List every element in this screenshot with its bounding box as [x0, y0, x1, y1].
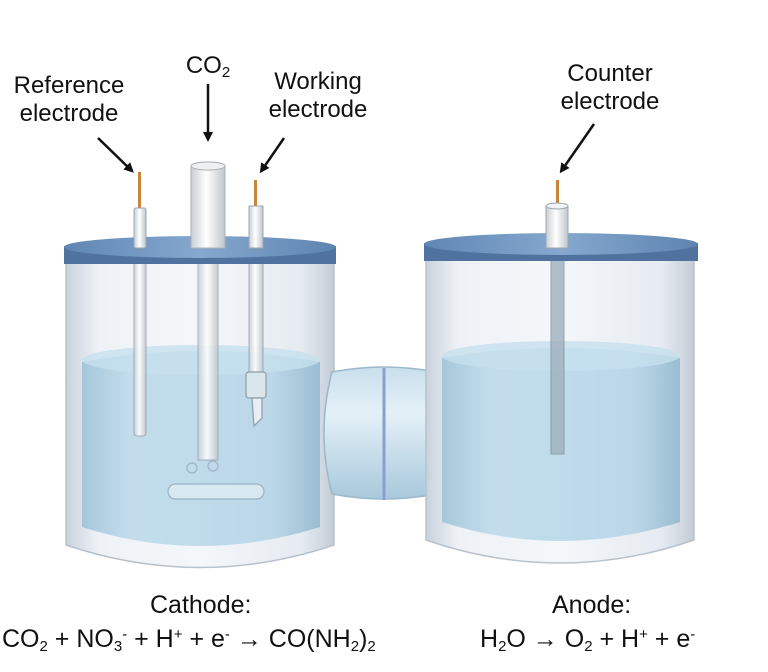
counter-electrode-label-line2: electrode: [560, 88, 660, 115]
eq-text: → CO(NH: [229, 625, 351, 653]
eq-text: + e: [182, 625, 225, 653]
reference-electrode-label: Reference electrode: [0, 72, 138, 128]
working-electrode-cap: [248, 205, 264, 249]
working-electrode-label-line2: electrode: [268, 96, 368, 123]
cathode-title: Cathode:: [150, 591, 252, 619]
stir-bar: [167, 483, 265, 500]
eq-sub: 2: [350, 638, 360, 655]
reference-electrode-label-line2: electrode: [19, 100, 119, 127]
eq-sup: -: [224, 626, 230, 643]
working-electrode-tip: [251, 397, 263, 428]
eq-sup: +: [173, 626, 183, 643]
working-arrow: [259, 137, 286, 174]
anode-title: Anode:: [552, 591, 632, 619]
eq-text: + H: [592, 625, 640, 653]
co2-gas-line: [197, 247, 219, 461]
eq-sub: 3: [113, 638, 123, 655]
counter-electrode-rod: [550, 243, 565, 455]
eq-text: CO: [2, 625, 40, 653]
co2-label-sub: 2: [221, 64, 231, 81]
co2-inlet-cap: [190, 165, 226, 249]
working-electrode-holder: [245, 371, 267, 399]
eq-text: H: [480, 625, 499, 653]
counter-electrode-cap: [545, 205, 569, 249]
anode-vessel: [424, 180, 698, 564]
eq-sub: 2: [367, 638, 376, 655]
reference-electrode-wire: [138, 172, 141, 214]
co2-inlet-top: [190, 161, 226, 171]
co2-label-base: CO: [185, 52, 222, 79]
reference-electrode-cap: [133, 207, 147, 249]
cathode-equation: CO2 + NO3- + H+ + e- → CO(NH2)2: [2, 620, 376, 662]
counter-arrow: [559, 123, 596, 174]
eq-sup: +: [639, 626, 648, 643]
counter-electrode-label: Counter electrode: [540, 60, 680, 116]
salt-bridge: [323, 366, 445, 500]
eq-text: + NO: [47, 625, 114, 653]
co2-bubble: [186, 462, 198, 474]
eq-sub: 2: [39, 638, 48, 655]
cathode-vessel: [64, 161, 336, 569]
working-electrode-label: Working electrode: [248, 68, 388, 124]
eq-sub: 2: [498, 638, 507, 655]
eq-text: + e: [647, 625, 691, 653]
working-electrode-wire: [254, 180, 257, 212]
counter-electrode-label-line1: Counter: [567, 60, 653, 87]
eq-sup: -: [690, 626, 696, 643]
counter-electrode-wire: [556, 180, 559, 210]
co2-bubble: [207, 460, 219, 472]
co2-inlet-label: CO2: [170, 52, 246, 87]
eq-text: O → O: [506, 625, 585, 653]
eq-text: + H: [127, 625, 174, 653]
anode-equation: H2O → O2 + H+ + e-: [480, 620, 695, 662]
working-electrode-label-line1: Working: [274, 68, 362, 95]
eq-sub: 2: [584, 638, 593, 655]
reference-arrow: [97, 137, 134, 173]
counter-electrode-top: [545, 202, 569, 210]
eq-sup: -: [122, 626, 128, 643]
reference-electrode-label-line1: Reference: [13, 72, 125, 99]
eq-text: ): [359, 625, 368, 653]
